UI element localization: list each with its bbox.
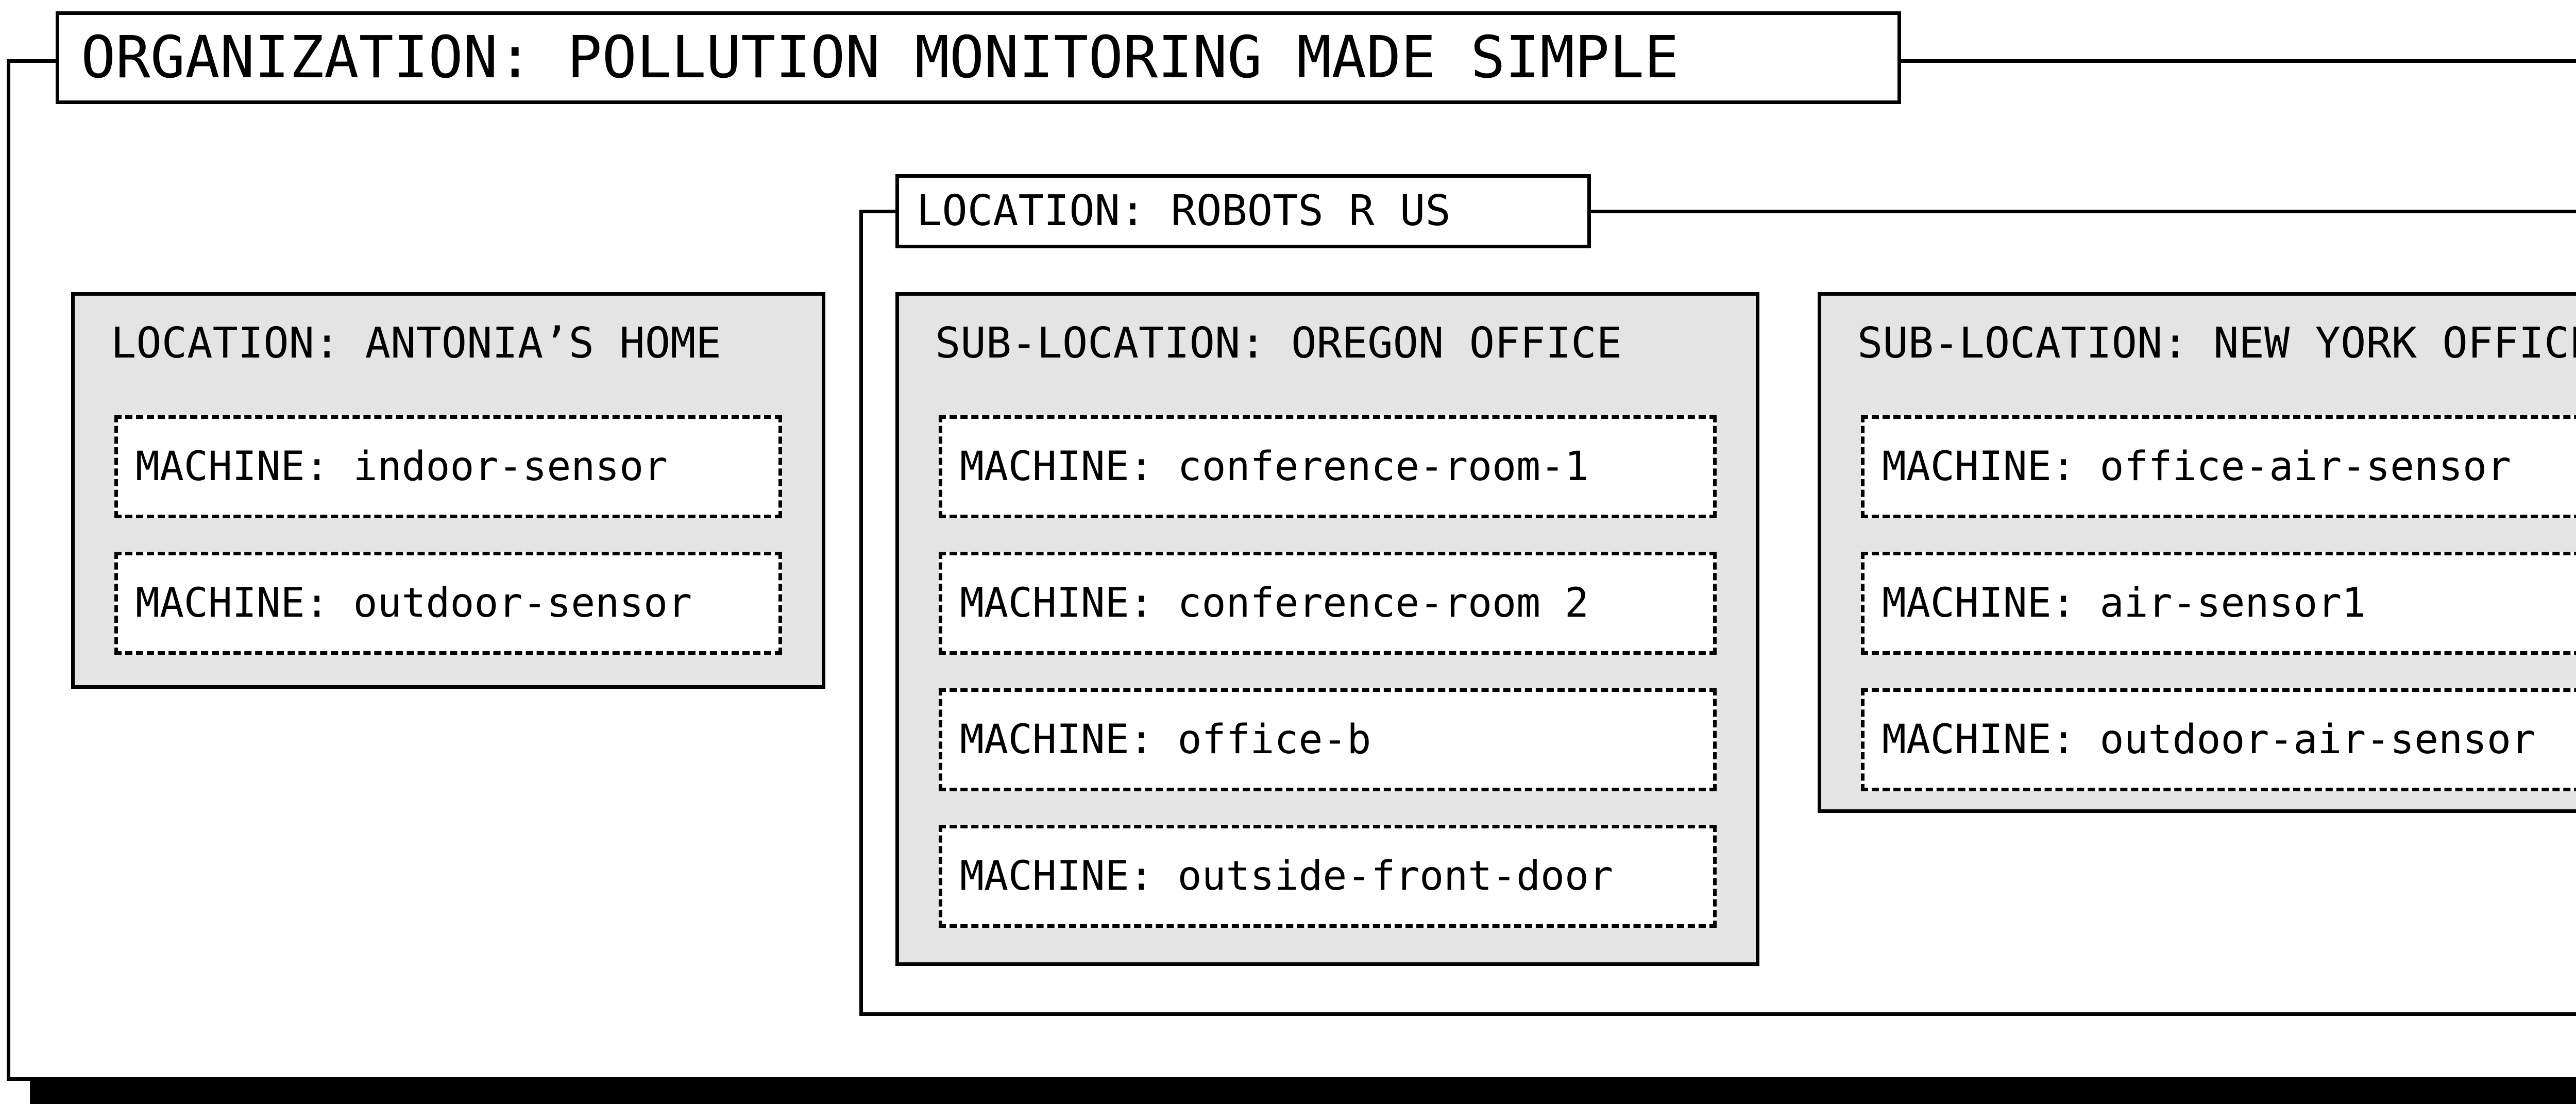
machine-box[interactable]: MACHINE: outdoor-sensor: [114, 552, 782, 655]
machine-label: MACHINE: outdoor-air-sensor: [1882, 717, 2535, 763]
location-title-plate-robots-r-us: LOCATION: ROBOTS R US: [895, 174, 1591, 248]
organization-title: ORGANIZATION: POLLUTION MONITORING MADE …: [81, 24, 1679, 91]
sub-location-panel-title-oregon-office: SUB-LOCATION: OREGON OFFICE: [935, 319, 1622, 368]
organization-title-plate: ORGANIZATION: POLLUTION MONITORING MADE …: [56, 11, 1901, 104]
sub-location-panel-new-york-office: SUB-LOCATION: NEW YORK OFFICE MACHINE: o…: [1818, 292, 2576, 813]
machine-label: MACHINE: office-air-sensor: [1882, 444, 2511, 490]
machine-label: MACHINE: office-b: [960, 717, 1371, 763]
machine-box[interactable]: MACHINE: conference-room 2: [939, 552, 1717, 655]
machine-label: MACHINE: air-sensor1: [1882, 580, 2366, 626]
machine-box[interactable]: MACHINE: indoor-sensor: [114, 415, 782, 518]
machine-label: MACHINE: conference-room 2: [960, 580, 1589, 626]
machine-box[interactable]: MACHINE: office-air-sensor: [1861, 415, 2576, 518]
machine-box[interactable]: MACHINE: conference-room-1: [939, 415, 1717, 518]
location-title-robots-r-us: LOCATION: ROBOTS R US: [917, 186, 1451, 235]
machine-box[interactable]: MACHINE: outside-front-door: [939, 825, 1717, 928]
machine-label: MACHINE: indoor-sensor: [135, 444, 668, 490]
sub-location-panel-title-new-york-office: SUB-LOCATION: NEW YORK OFFICE: [1857, 319, 2576, 368]
location-panel-title-antonias-home: LOCATION: ANTONIA’S HOME: [111, 319, 721, 368]
machine-label: MACHINE: conference-room-1: [960, 444, 1589, 490]
machine-label: MACHINE: outside-front-door: [960, 853, 1613, 899]
machine-label: MACHINE: outdoor-sensor: [135, 580, 692, 626]
machine-box[interactable]: MACHINE: air-sensor1: [1861, 552, 2576, 655]
sub-location-panel-oregon-office: SUB-LOCATION: OREGON OFFICE MACHINE: con…: [895, 292, 1759, 966]
location-panel-antonias-home: LOCATION: ANTONIA’S HOME MACHINE: indoor…: [71, 292, 825, 689]
machine-box[interactable]: MACHINE: outdoor-air-sensor: [1861, 688, 2576, 791]
machine-box[interactable]: MACHINE: office-b: [939, 688, 1717, 791]
